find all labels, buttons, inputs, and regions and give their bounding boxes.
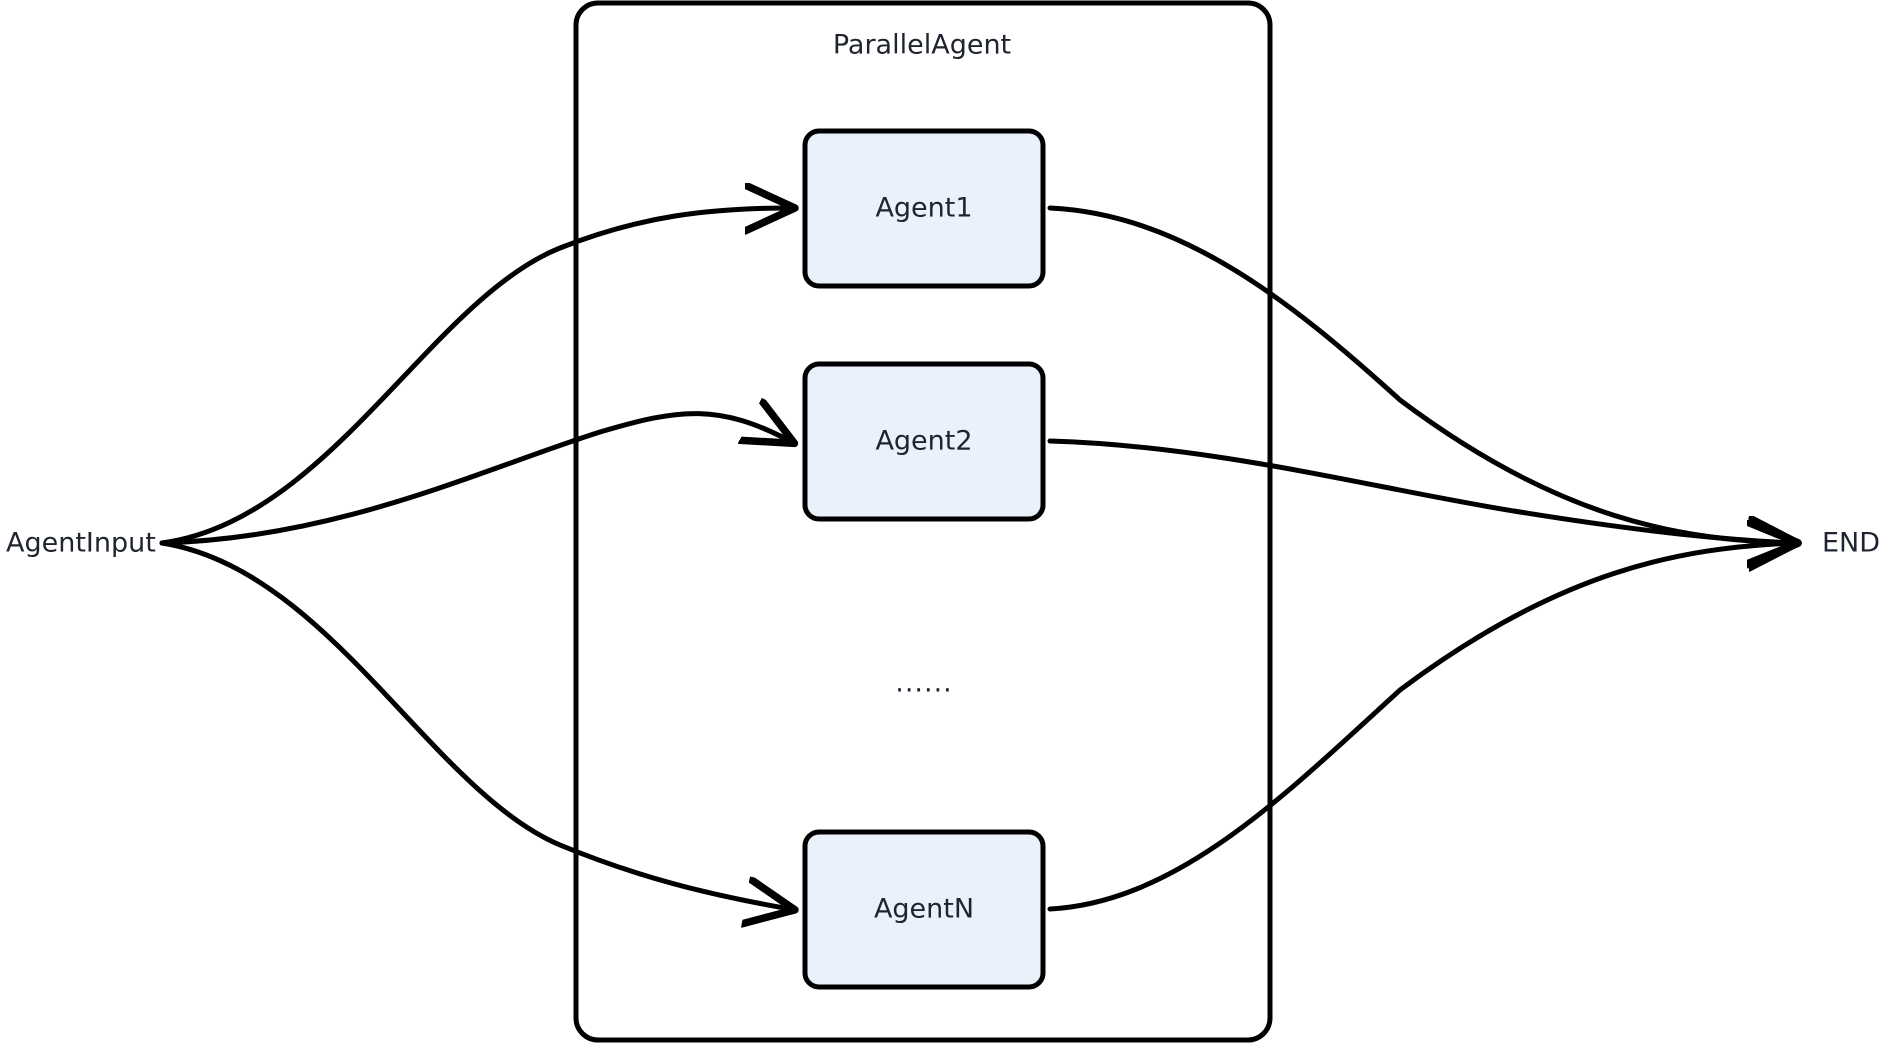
agent1-label: Agent1 [875,193,972,224]
end-label: END [1822,528,1880,559]
edge-input-to-agent2 [159,414,790,546]
agent2-label: Agent2 [875,426,972,457]
agent2-box[interactable] [802,361,1046,522]
agentn-label: AgentN [874,894,974,925]
edge-agentn-to-end [1047,543,1793,912]
edge-input-to-agentn [159,540,790,909]
parallel-agent-group-container [573,0,1273,1043]
parallel-agent-group-title: ParallelAgent [833,30,1011,61]
agent1-box[interactable] [802,128,1046,289]
agent-input-label: AgentInput [6,528,156,559]
agentn-box[interactable] [802,829,1046,990]
node-agent1[interactable]: Agent1 [802,128,1046,289]
agents-ellipsis: ...... [895,668,953,699]
edge-input-to-agent1 [159,208,790,546]
node-agent2[interactable]: Agent2 [802,361,1046,522]
edge-agent2-to-end [1047,438,1793,543]
node-agentn[interactable]: AgentN [802,829,1046,990]
